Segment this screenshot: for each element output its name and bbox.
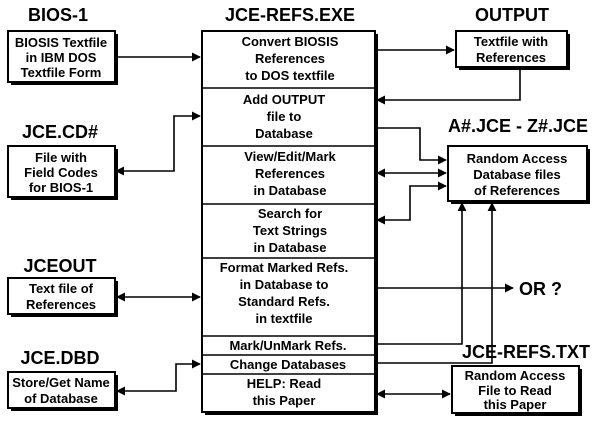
- dbd-box-line-2: of Database: [24, 391, 98, 406]
- arrow-mark-to-db: [376, 202, 467, 345]
- connectors: [115, 45, 521, 399]
- format-section: Format Marked Refs. in Database to Stand…: [220, 260, 349, 326]
- exe-program-block: Convert BIOSIS References to DOS textfil…: [201, 30, 378, 415]
- dbd-heading: JCE.DBD: [20, 348, 99, 368]
- convert-section: Convert BIOSIS References to DOS textfil…: [242, 34, 339, 83]
- change-line-1: Change Databases: [230, 357, 346, 372]
- arrow-search-db: [376, 181, 447, 225]
- format-line-4: in textfile: [255, 311, 312, 326]
- db-box-line-1: Random Access: [467, 151, 568, 166]
- refstxt-box: Random Access File to Read this Paper: [451, 365, 582, 416]
- or-label: OR ?: [519, 279, 562, 299]
- exe-heading: JCE-REFS.EXE: [225, 5, 355, 25]
- mark-section: Mark/UnMark Refs.: [229, 338, 346, 353]
- add-line-2: file to: [267, 109, 302, 124]
- dbd-box: Store/Get Name of Database: [7, 371, 118, 411]
- cd-heading: JCE.CD#: [22, 122, 98, 142]
- bios-box: BIOSIS Textfile in IBM DOS Textfile Form: [7, 30, 118, 85]
- jceout-heading: JCEOUT: [23, 256, 96, 276]
- view-line-3: in Database: [254, 183, 327, 198]
- search-line-1: Search for: [258, 206, 322, 221]
- db-box-line-3: of References: [474, 183, 560, 198]
- search-line-3: in Database: [254, 240, 327, 255]
- search-line-2: Text Strings: [253, 223, 327, 238]
- format-line-3: Standard Refs.: [238, 294, 330, 309]
- view-line-2: References: [255, 166, 325, 181]
- refstxt-heading: JCE-REFS.TXT: [462, 342, 590, 362]
- cd-box-line-2: Field Codes: [24, 165, 98, 180]
- dbd-box-line-1: Store/Get Name: [12, 375, 110, 390]
- refstxt-box-line-1: Random Access: [465, 368, 566, 383]
- refstxt-box-line-2: File to Read: [478, 383, 552, 398]
- bios-box-line-3: Textfile Form: [21, 65, 102, 80]
- help-line-1: HELP: Read: [247, 376, 321, 391]
- db-box: Random Access Database files of Referenc…: [447, 145, 590, 204]
- jceout-box-line-1: Text file of: [29, 281, 94, 296]
- output-heading: OUTPUT: [475, 5, 549, 25]
- db-box-line-2: Database files: [473, 167, 560, 182]
- convert-line-2: References: [255, 51, 325, 66]
- output-box: Textfile with References: [455, 30, 570, 70]
- view-line-1: View/Edit/Mark: [244, 149, 336, 164]
- mark-line-1: Mark/UnMark Refs.: [229, 338, 346, 353]
- help-line-2: this Paper: [253, 393, 316, 408]
- arrow-change-to-db: [376, 202, 497, 364]
- convert-line-1: Convert BIOSIS: [242, 34, 339, 49]
- search-section: Search for Text Strings in Database: [253, 206, 327, 255]
- add-section: Add OUTPUT file to Database: [243, 92, 325, 141]
- help-section: HELP: Read this Paper: [247, 376, 321, 408]
- add-line-1: Add OUTPUT: [243, 92, 325, 107]
- bios-box-line-2: in IBM DOS: [26, 50, 97, 65]
- jceout-box-line-2: References: [26, 297, 96, 312]
- convert-line-3: to DOS textfile: [245, 68, 335, 83]
- bios-box-line-1: BIOSIS Textfile: [15, 35, 107, 50]
- format-line-1: Format Marked Refs.: [220, 260, 349, 275]
- db-heading: A#.JCE - Z#.JCE: [448, 116, 588, 136]
- arrow-output-to-add: [376, 68, 521, 105]
- arrow-cd-to-add: [115, 111, 201, 176]
- add-line-3: Database: [255, 126, 313, 141]
- jceout-box: Text file of References: [7, 277, 118, 317]
- view-section: View/Edit/Mark References in Database: [244, 149, 336, 198]
- arrow-add-to-db: [376, 127, 447, 165]
- refstxt-box-line-3: this Paper: [484, 397, 547, 412]
- arrow-dbd-change: [116, 359, 201, 396]
- cd-box-line-1: File with: [35, 150, 87, 165]
- cd-box-line-3: for BIOS-1: [29, 180, 93, 195]
- cd-box: File with Field Codes for BIOS-1: [7, 145, 118, 200]
- output-box-line-2: References: [476, 50, 546, 65]
- change-section: Change Databases: [230, 357, 346, 372]
- bios-heading: BIOS-1: [28, 5, 88, 25]
- format-line-2: in Database to: [240, 277, 329, 292]
- output-box-line-1: Textfile with: [474, 34, 548, 49]
